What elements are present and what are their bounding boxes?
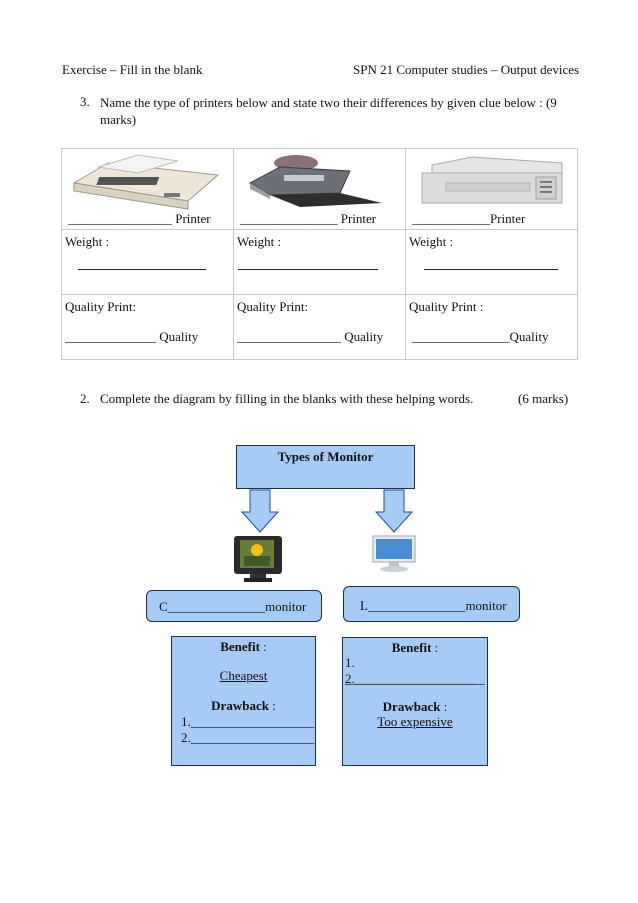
crt-benefit-heading: Benefit : xyxy=(172,639,315,655)
printer-cell-2: _______________ Printer xyxy=(233,148,406,230)
quality-label-1: Quality Print: xyxy=(65,299,137,314)
question-3-text: Name the type of printers below and stat… xyxy=(100,95,557,127)
lcd-drawback-heading: Drawback : xyxy=(343,699,487,715)
lcd-drawback-label: Drawback xyxy=(382,699,441,714)
crt-benefit-value: Cheapest xyxy=(219,668,268,683)
subject-title: SPN 21 Computer studies – Output devices xyxy=(353,62,580,77)
quality-blank-2: ________________ Quality xyxy=(237,329,384,344)
crt-drawback-line-2: 2.___________________ xyxy=(181,730,315,745)
lcd-benefit-label: Benefit xyxy=(391,640,432,655)
printer-cell-1: ________________ Printer xyxy=(61,148,234,230)
weight-cell-1: Weight : xyxy=(61,229,234,295)
crt-monitor-label-box: C_______________monitor xyxy=(146,590,322,622)
question-3-number: 3. xyxy=(80,94,90,109)
left-down-arrow xyxy=(240,489,280,533)
lcd-benefit-colon: : xyxy=(431,640,439,655)
inkjet-printer-image xyxy=(240,153,399,211)
crt-monitor-blank: C_______________monitor xyxy=(159,599,307,614)
question-2-marks: (6 marks) xyxy=(518,391,569,406)
lcd-drawback-colon: : xyxy=(440,699,448,714)
printer-label-3: ____________Printer xyxy=(412,211,526,226)
types-of-monitor-box: Types of Monitor xyxy=(236,445,415,489)
question-2-text: Complete the diagram by filling in the b… xyxy=(100,391,474,406)
weight-cell-2: Weight : xyxy=(233,229,406,295)
quality-blank-3: _______________Quality xyxy=(412,329,549,344)
lcd-benefit-line-2: 2.____________________ xyxy=(345,671,485,686)
quality-cell-2: Quality Print: ________________ Quality xyxy=(233,294,406,360)
weight-label-2: Weight : xyxy=(237,234,282,249)
printer-label-2: _______________ Printer xyxy=(240,211,377,226)
right-down-arrow xyxy=(374,489,414,533)
crt-monitor-icon xyxy=(234,536,282,582)
weight-answer-line-2[interactable] xyxy=(238,268,378,270)
weight-cell-3: Weight : xyxy=(405,229,578,295)
lcd-drawback-value: Too expensive xyxy=(377,714,453,729)
weight-label-3: Weight : xyxy=(409,234,454,249)
printer-label-1: ________________ Printer xyxy=(68,211,211,226)
printer-table: ________________ Printer _______________… xyxy=(61,148,578,360)
weight-answer-line-1[interactable] xyxy=(78,268,206,270)
crt-benefit-colon: : xyxy=(259,639,267,654)
weight-label-1: Weight : xyxy=(65,234,110,249)
types-of-monitor-title: Types of Monitor xyxy=(277,449,374,464)
lcd-benefit-heading: Benefit : xyxy=(343,640,487,656)
lcd-monitor-label-box: L_______________monitor xyxy=(343,586,520,622)
lcd-benefit-box: Benefit : 1. ____________________ 2.____… xyxy=(342,637,488,766)
crt-drawback-colon: : xyxy=(268,698,276,713)
exercise-title: Exercise – Fill in the blank xyxy=(62,62,203,77)
question-2-number: 2. xyxy=(80,391,90,406)
crt-drawback-heading: Drawback : xyxy=(172,698,315,714)
laser-printer-image xyxy=(412,153,571,211)
lcd-monitor-blank: L_______________monitor xyxy=(360,598,507,613)
crt-benefit-label: Benefit xyxy=(220,639,260,654)
quality-cell-3: Quality Print : _______________Quality xyxy=(405,294,578,360)
lcd-monitor-icon xyxy=(372,535,416,572)
quality-label-2: Quality Print: xyxy=(237,299,309,314)
crt-drawback-line-1: 1.___________________ xyxy=(181,714,315,729)
quality-label-3: Quality Print : xyxy=(409,299,484,314)
printer-cell-3: ____________Printer xyxy=(405,148,578,230)
crt-benefit-box: Benefit : Cheapest Drawback : 1.________… xyxy=(171,636,316,766)
quality-cell-1: Quality Print: ______________ Quality xyxy=(61,294,234,360)
dot-matrix-printer-image xyxy=(68,153,227,211)
lcd-benefit-line-1: 1. ____________________ xyxy=(345,655,475,686)
weight-answer-line-3[interactable] xyxy=(424,268,558,270)
crt-drawback-label: Drawback xyxy=(211,698,269,713)
quality-blank-1: ______________ Quality xyxy=(65,329,199,344)
